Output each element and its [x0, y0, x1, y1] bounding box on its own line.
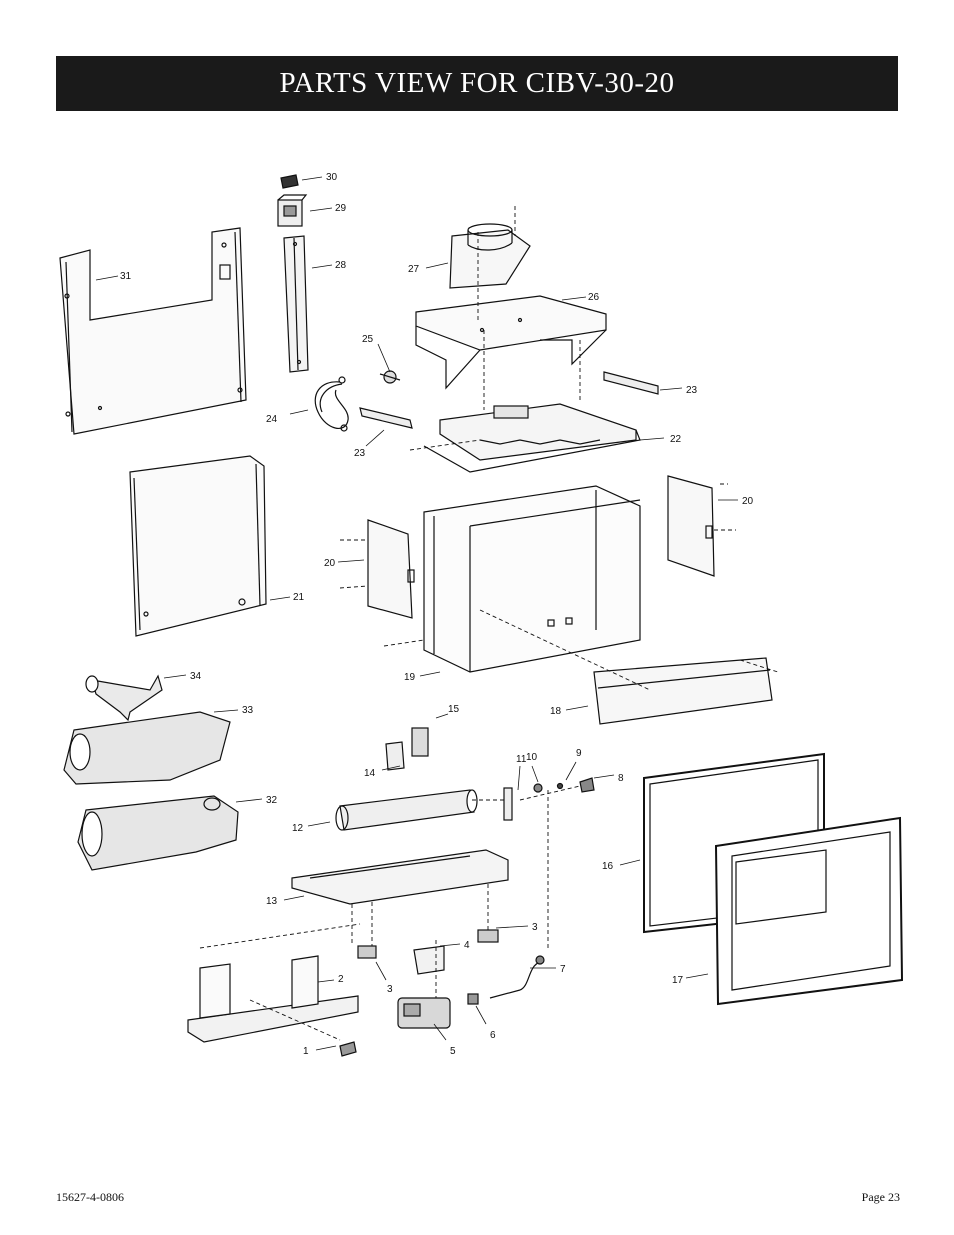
callout-22: 22: [670, 434, 682, 445]
callout-9: 9: [576, 748, 582, 759]
callout-4: 4: [464, 940, 470, 951]
part-20-side-door-left: [367, 519, 415, 619]
part-28-side-rail: [283, 235, 309, 373]
page-number: Page 23: [861, 1190, 900, 1204]
part-1-igniter: [339, 1041, 357, 1057]
callout-18: 18: [550, 706, 562, 717]
part-4-valve-bracket: [413, 945, 445, 975]
part-5-gas-valve: [397, 997, 451, 1029]
callout-33: 33: [242, 705, 254, 716]
callout-14: 14: [364, 768, 376, 779]
part-3-bracket-b: [477, 929, 499, 943]
part-10-nut: [533, 783, 543, 793]
callout-16: 16: [602, 861, 614, 872]
part-2-mounting-bracket: [187, 955, 359, 1043]
doc-number: 15627-4-0806: [56, 1190, 124, 1204]
callout-25: 25: [362, 334, 374, 345]
callout-12: 12: [292, 823, 304, 834]
part-6-fitting: [467, 993, 479, 1005]
callout-23-left: 23: [354, 448, 366, 459]
part-15-pilot-assembly: [411, 727, 429, 757]
callout-10: 10: [526, 752, 538, 763]
callout-26: 26: [588, 292, 600, 303]
callout-19: 19: [404, 672, 416, 683]
callout-2: 2: [338, 974, 344, 985]
callout-20-left: 20: [324, 558, 336, 569]
callout-27: 27: [408, 264, 420, 275]
part-17-front-surround: [714, 816, 904, 1006]
assembly-guides: [199, 206, 779, 1041]
callout-30: 30: [326, 172, 338, 183]
callout-6: 6: [490, 1030, 496, 1041]
part-20-side-door-right: [667, 475, 715, 577]
part-7-flex-line: [489, 955, 545, 999]
callout-28: 28: [335, 260, 347, 271]
part-21-side-panel: [129, 455, 267, 637]
callout-8: 8: [618, 773, 624, 784]
callout-3-right: 3: [532, 922, 538, 933]
callout-17: 17: [672, 975, 684, 986]
callout-5: 5: [450, 1046, 456, 1057]
part-18-front-trim: [593, 657, 773, 725]
part-32-log: [77, 795, 239, 871]
part-8-elbow: [579, 777, 595, 793]
callout-29: 29: [335, 203, 347, 214]
callout-11: 11: [516, 754, 527, 765]
part-9-orifice: [556, 782, 564, 790]
part-11-orifice-bracket: [503, 787, 513, 821]
callout-leaders: [95, 176, 738, 1051]
callout-20-right: 20: [742, 496, 754, 507]
part-14-bracket: [385, 741, 405, 771]
callout-3-left: 3: [387, 984, 393, 995]
part-19-firebox: [423, 485, 641, 673]
callout-31: 31: [120, 271, 132, 282]
part-22-burner-base: [423, 403, 641, 473]
part-31-back-panel: [59, 227, 247, 435]
callout-7: 7: [560, 964, 566, 975]
part-12-burner-tube: [335, 789, 478, 831]
part-26-top-panel: [415, 295, 607, 390]
part-29-bracket: [277, 194, 308, 227]
part-3-bracket-a: [357, 945, 377, 959]
part-25-valve-knob: [379, 370, 401, 384]
callout-1: 1: [303, 1046, 309, 1057]
part-13-burner-tray: [291, 849, 509, 905]
callout-23-right: 23: [686, 385, 698, 396]
part-27-flue-collar: [449, 223, 531, 289]
callout-34: 34: [190, 671, 202, 682]
part-23-bracket-left: [359, 407, 413, 429]
page-title: PARTS VIEW FOR CIBV-30-20: [279, 67, 675, 99]
callout-24: 24: [266, 414, 278, 425]
part-23-bracket-right: [603, 371, 659, 395]
callout-13: 13: [266, 896, 278, 907]
callout-21: 21: [293, 592, 305, 603]
title-bar: PARTS VIEW FOR CIBV-30-20: [56, 56, 898, 111]
part-34-log: [85, 674, 163, 722]
part-33-log: [63, 711, 231, 785]
part-24-hose: [314, 376, 349, 432]
part-30-clip: [280, 174, 299, 189]
callout-15: 15: [448, 704, 460, 715]
callout-32: 32: [266, 795, 278, 806]
